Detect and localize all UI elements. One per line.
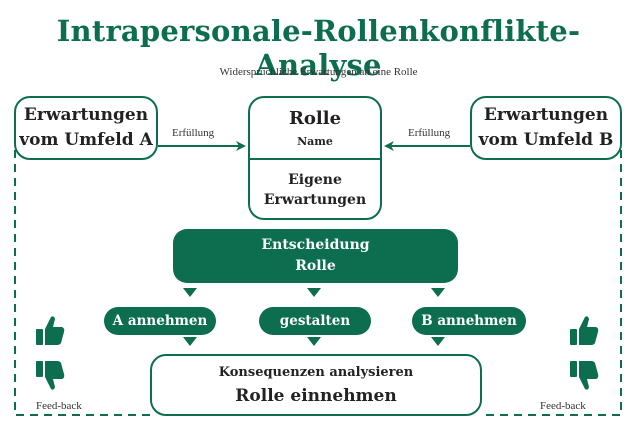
feedback-loop-left — [14, 150, 150, 416]
consequence-line2: Rolle einnehmen — [235, 385, 397, 406]
chevron-down-icon — [183, 337, 197, 346]
feedback-label-left: Feed-back — [34, 400, 84, 412]
chevron-down-icon — [431, 288, 445, 297]
thumbs-up-icon — [570, 316, 599, 345]
diagram-title: Intrapersonale-Rollenkonflikte-Analyse — [56, 14, 581, 82]
chevron-down-icon — [431, 337, 445, 346]
thumbs-down-icon — [36, 361, 65, 390]
consequence-line1: Konsequenzen analysieren — [218, 364, 414, 380]
thumbs-up-icon — [36, 316, 65, 345]
role-header: Rolle Name — [250, 98, 380, 160]
thumbs-down-icon — [570, 361, 599, 390]
decision-line2: Rolle — [295, 258, 336, 274]
edge-label-right: Erfüllung — [408, 127, 451, 139]
feedback-loop-right — [482, 150, 622, 416]
chevron-down-icon — [307, 288, 321, 297]
expectations-b-box: Erwartungen vom Umfeld B — [470, 96, 622, 160]
expectations-a-line2: vom Umfeld A — [19, 130, 153, 150]
chevron-down-icon — [183, 288, 197, 297]
chevron-down-icon — [307, 337, 321, 346]
diagram-subtitle: Widersprüchliche Erwartungen an eine Rol… — [219, 66, 418, 78]
option-shape: gestalten — [259, 307, 371, 335]
consequence-box: Konsequenzen analysieren Rolle einnehmen — [150, 354, 482, 416]
role-name: Name — [297, 135, 333, 148]
role-title: Rolle — [288, 108, 342, 129]
role-box: Rolle Name Eigene Erwartungen — [248, 96, 382, 220]
chevrons — [183, 288, 445, 346]
own-expectations-line2: Erwartungen — [263, 192, 367, 208]
expectations-a-line1: Erwartungen — [23, 105, 149, 125]
edge-label-left: Erfüllung — [172, 127, 215, 139]
expectations-b-line2: vom Umfeld B — [478, 130, 614, 150]
option-accept-b: B annehmen — [412, 307, 526, 335]
own-expectations: Eigene Erwartungen — [250, 160, 380, 220]
decision-box: Entscheidung Rolle — [173, 229, 458, 283]
feedback-label-right: Feed-back — [538, 400, 588, 412]
own-expectations-line1: Eigene — [288, 172, 342, 188]
expectations-b-line1: Erwartungen — [483, 105, 609, 125]
expectations-a-box: Erwartungen vom Umfeld A — [14, 96, 158, 160]
decision-line1: Entscheidung — [261, 237, 370, 253]
option-accept-a: A annehmen — [104, 307, 216, 335]
